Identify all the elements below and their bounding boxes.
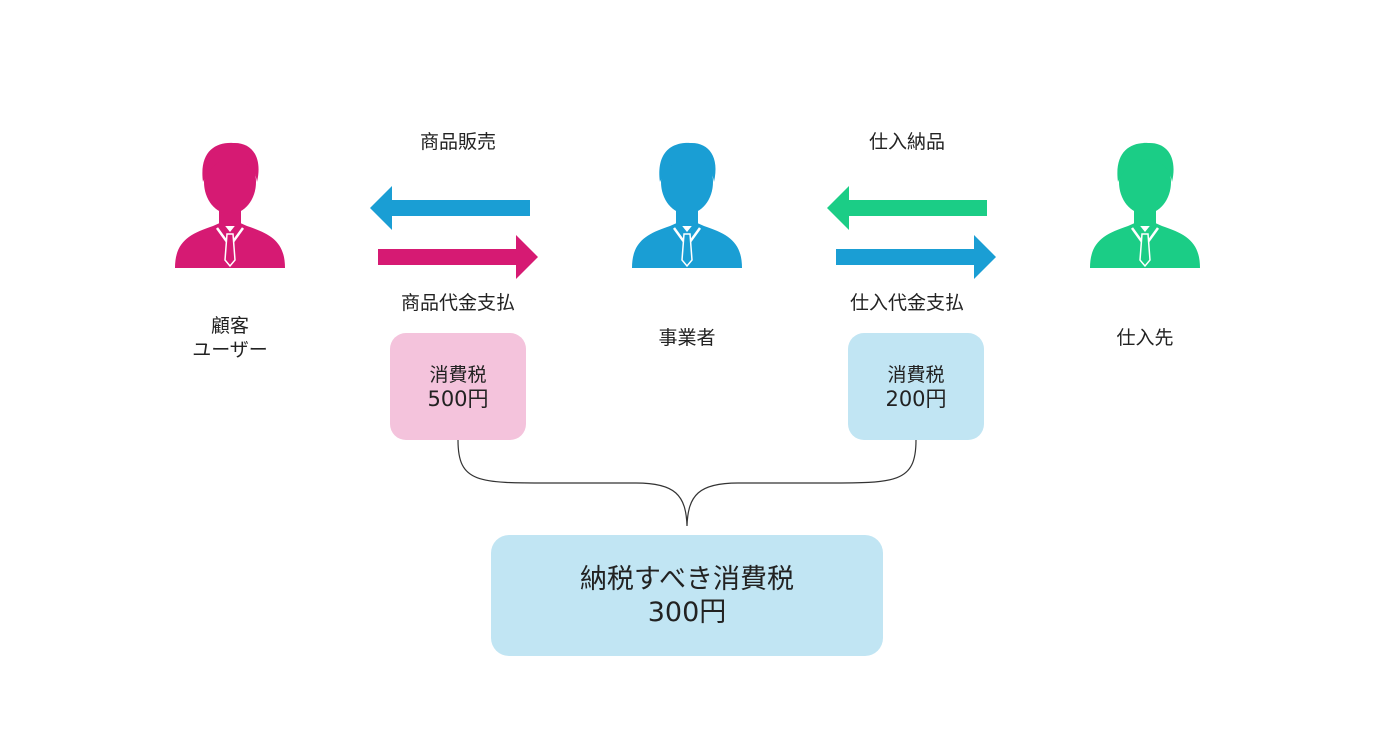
sales-tax-title: 消費税 — [429, 363, 487, 386]
customer-label-line1: 顧客 — [210, 315, 249, 337]
business-person-icon — [632, 142, 742, 268]
business-label: 事業者 — [658, 327, 716, 349]
sale-flow-label: 商品販売 — [419, 131, 496, 153]
supplier-label: 仕入先 — [1116, 327, 1174, 349]
sale-arrow-left — [370, 186, 530, 230]
customer-label: 顧客 ユーザー — [170, 314, 290, 362]
customer-label-line2: ユーザー — [192, 339, 268, 361]
purchase-tax-box: 消費税 200円 — [848, 333, 984, 440]
sale-payment-flow-label: 商品代金支払 — [400, 292, 515, 314]
purchase-arrow-left — [827, 186, 987, 230]
customer-person-icon — [175, 142, 285, 268]
purchase-tax-amount: 200円 — [885, 386, 947, 411]
tax-due-box: 納税すべき消費税 300円 — [491, 535, 883, 656]
sale-payment-arrow-right — [378, 235, 538, 279]
purchase-payment-flow-label: 仕入代金支払 — [849, 292, 964, 314]
purchase-tax-title: 消費税 — [887, 363, 945, 386]
sales-tax-box: 消費税 500円 — [390, 333, 526, 440]
tax-due-title: 納税すべき消費税 — [579, 563, 795, 595]
sales-tax-amount: 500円 — [427, 386, 489, 411]
purchase-flow-label: 仕入納品 — [868, 131, 945, 153]
supplier-person-icon — [1090, 142, 1200, 268]
purchase-payment-arrow-right — [836, 235, 996, 279]
tax-due-amount: 300円 — [647, 596, 727, 628]
